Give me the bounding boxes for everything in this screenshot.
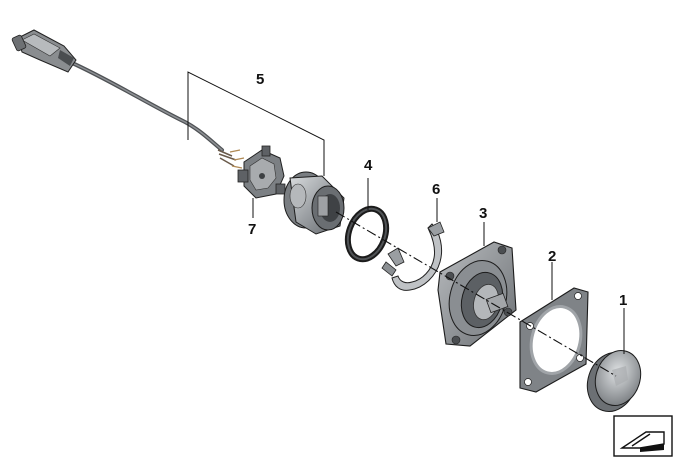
- callout-3: 3: [479, 205, 487, 222]
- leader-lines: [187, 71, 625, 354]
- socket-housing: [283, 171, 345, 235]
- callout-5: 5: [256, 71, 264, 88]
- callout-1: 1: [619, 292, 627, 309]
- protective-cap: [586, 350, 642, 412]
- bracket-5: [187, 71, 325, 176]
- assembly-axis: [335, 211, 617, 377]
- connector-plug: [11, 29, 77, 73]
- callout-labels: 5 4 6 3 2 1 7: [248, 71, 627, 309]
- cable-assembly: [11, 29, 245, 169]
- callout-6: 6: [432, 181, 440, 198]
- callout-2: 2: [548, 248, 556, 265]
- retaining-clip: [381, 221, 445, 291]
- contact-carrier: [237, 145, 286, 199]
- sealing-ring: [344, 205, 390, 263]
- callout-7: 7: [248, 221, 256, 238]
- callout-4: 4: [364, 157, 373, 174]
- wire-ends: [217, 149, 245, 169]
- view-direction-icon: [613, 415, 673, 457]
